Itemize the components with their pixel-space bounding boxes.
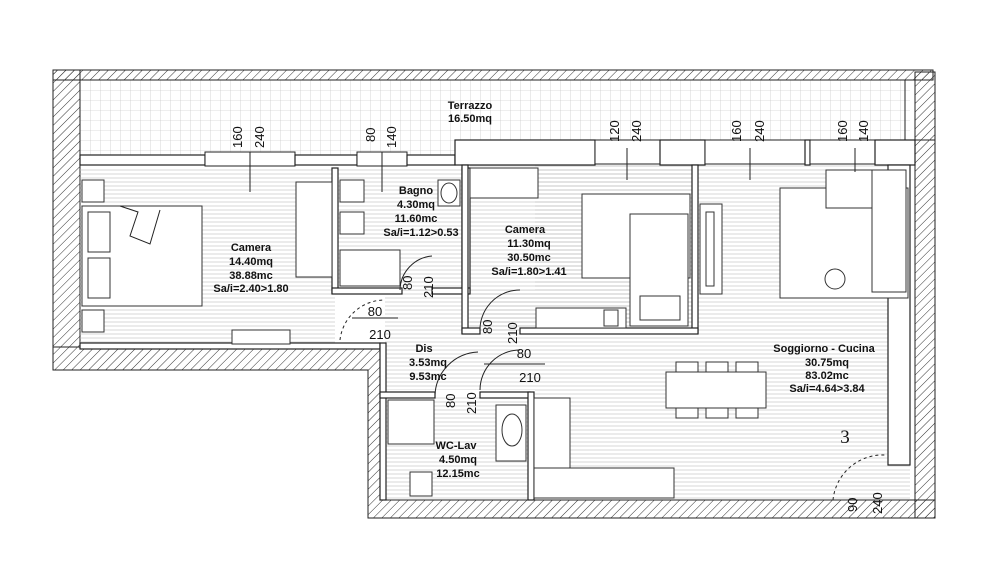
- svg-text:Terrazzo: Terrazzo: [448, 100, 493, 112]
- svg-text:Dis: Dis: [415, 343, 432, 355]
- svg-text:80: 80: [363, 128, 378, 142]
- svg-text:120: 120: [607, 120, 622, 142]
- label-wclav: WC-Lav 4.50mq 12.15mc: [436, 440, 480, 480]
- svg-text:240: 240: [870, 492, 885, 514]
- label-camera2: Camera 11.30mq 30.50mc Sa/i=1.80>1.41: [491, 224, 566, 278]
- dis-floor: [385, 290, 535, 390]
- unit-number: 3: [840, 427, 850, 448]
- window-dims: 160 240 80 140 120 240 160 240 160 140: [230, 120, 871, 192]
- svg-text:4.30mq: 4.30mq: [397, 199, 435, 211]
- svg-text:Camera: Camera: [231, 242, 272, 254]
- svg-text:Sa/i=1.12>0.53: Sa/i=1.12>0.53: [383, 227, 458, 239]
- svg-text:80: 80: [480, 320, 495, 334]
- svg-text:83.02mc: 83.02mc: [805, 370, 848, 382]
- svg-text:210: 210: [464, 392, 479, 414]
- label-bagno: Bagno 4.30mq 11.60mc Sa/i=1.12>0.53: [383, 185, 458, 239]
- svg-text:30.50mc: 30.50mc: [507, 252, 550, 264]
- outer-wall-top: [52, 69, 934, 81]
- svg-text:Sa/i=2.40>1.80: Sa/i=2.40>1.80: [213, 283, 288, 295]
- svg-text:160: 160: [729, 120, 744, 142]
- bagno-fixtures: [339, 179, 461, 287]
- label-terrazzo: Terrazzo 16.50mq: [448, 100, 493, 125]
- camera1-furniture: [81, 179, 333, 345]
- svg-text:Sa/i=4.64>3.84: Sa/i=4.64>3.84: [789, 383, 865, 395]
- svg-text:80: 80: [517, 346, 531, 361]
- svg-text:80: 80: [443, 394, 458, 408]
- svg-text:90: 90: [845, 498, 860, 512]
- svg-text:30.75mq: 30.75mq: [805, 357, 849, 369]
- svg-text:210: 210: [505, 322, 520, 344]
- svg-text:WC-Lav: WC-Lav: [436, 440, 478, 452]
- svg-text:11.30mq: 11.30mq: [507, 238, 550, 250]
- label-soggiorno: Soggiorno - Cucina 30.75mq 83.02mc Sa/i=…: [773, 343, 875, 395]
- svg-text:16.50mq: 16.50mq: [448, 113, 492, 125]
- svg-text:38.88mc: 38.88mc: [229, 270, 272, 282]
- outer-wall-left: [52, 69, 81, 348]
- camera2-furniture: [469, 167, 691, 329]
- svg-text:80: 80: [368, 304, 382, 319]
- svg-text:Soggiorno - Cucina: Soggiorno - Cucina: [773, 343, 875, 355]
- wclav-fixtures: [387, 399, 527, 497]
- svg-text:210: 210: [519, 370, 541, 385]
- svg-text:12.15mc: 12.15mc: [436, 468, 479, 480]
- svg-text:140: 140: [384, 126, 399, 148]
- svg-text:Bagno: Bagno: [399, 185, 434, 197]
- svg-text:240: 240: [252, 126, 267, 148]
- label-camera1: Camera 14.40mq 38.88mc Sa/i=2.40>1.80: [213, 242, 288, 295]
- svg-text:140: 140: [856, 120, 871, 142]
- door-swings: [339, 255, 886, 501]
- svg-text:9.53mc: 9.53mc: [409, 371, 446, 383]
- svg-text:160: 160: [835, 120, 850, 142]
- walls: [79, 139, 916, 501]
- svg-text:14.40mq: 14.40mq: [229, 256, 273, 268]
- svg-text:4.50mq: 4.50mq: [439, 454, 477, 466]
- svg-text:160: 160: [230, 126, 245, 148]
- svg-text:210: 210: [421, 276, 436, 298]
- soggiorno-furniture: [533, 169, 909, 499]
- outer-wall-right: [914, 71, 936, 519]
- svg-text:3.53mq: 3.53mq: [409, 357, 447, 369]
- svg-text:80: 80: [400, 276, 415, 290]
- svg-text:Camera: Camera: [505, 224, 546, 236]
- door-dims: 80 210 80 210 80 210 80 210 80 210 90 24…: [352, 276, 885, 514]
- svg-text:240: 240: [629, 120, 644, 142]
- label-dis: Dis 3.53mq 9.53mc: [409, 343, 447, 383]
- svg-text:Sa/i=1.80>1.41: Sa/i=1.80>1.41: [491, 266, 566, 278]
- svg-text:210: 210: [369, 327, 391, 342]
- svg-text:240: 240: [752, 120, 767, 142]
- svg-text:11.60mc: 11.60mc: [395, 213, 438, 225]
